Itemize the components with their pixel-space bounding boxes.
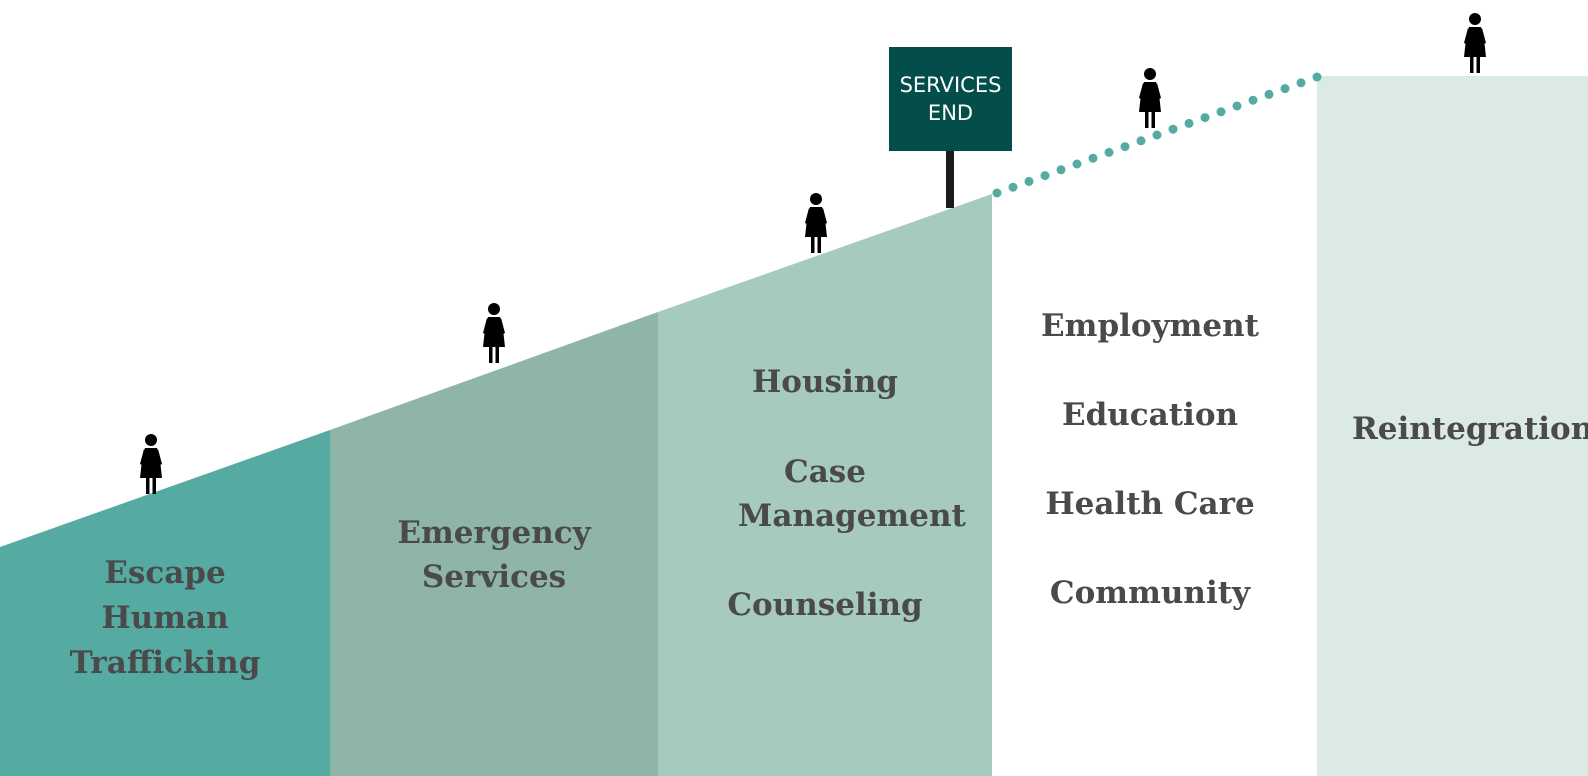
support-counseling-label: Counseling xyxy=(727,587,923,623)
path-dot xyxy=(1216,107,1226,117)
path-dot xyxy=(1312,72,1322,82)
path-dot xyxy=(1184,118,1194,128)
path-dot xyxy=(1024,176,1034,186)
gap-health-care-label: Health Care xyxy=(1045,486,1255,522)
woman-figure-icon xyxy=(1139,68,1161,128)
path-dot xyxy=(1248,95,1258,105)
gap-community-label: Community xyxy=(1049,575,1251,611)
stage-escape-line-2: Human xyxy=(101,600,229,636)
woman-figure-icon xyxy=(140,434,162,494)
path-dot xyxy=(1008,182,1018,192)
sign-line-2: END xyxy=(927,101,974,125)
stage-escape-block xyxy=(0,430,330,776)
path-dot xyxy=(1280,84,1290,94)
path-dot xyxy=(1120,142,1130,152)
woman-figure-icon xyxy=(805,193,827,253)
path-dot xyxy=(1168,124,1178,134)
path-dot xyxy=(1104,147,1114,157)
path-dot xyxy=(1232,101,1242,111)
woman-figure-icon xyxy=(1464,13,1486,73)
path-dot xyxy=(1040,171,1050,181)
sign-post xyxy=(946,150,954,208)
stage-emergency-label: Emergency Services xyxy=(369,511,619,599)
path-dot xyxy=(1152,130,1162,140)
gap-education-label: Education xyxy=(1061,397,1239,433)
stage-reintegration-block xyxy=(1317,76,1588,776)
support-case-management-label: Case Management xyxy=(738,454,966,534)
path-dot xyxy=(1072,159,1082,169)
path-dot xyxy=(1056,165,1066,175)
path-dot xyxy=(1296,78,1306,88)
gap-employment-label: Employment xyxy=(1041,308,1259,344)
stage-reintegration-label: Reintegration xyxy=(1352,411,1588,447)
stage-emergency-block xyxy=(330,312,658,776)
services-end-sign: SERVICES END xyxy=(889,47,1012,151)
stage-emergency-line-1: Emergency xyxy=(397,515,591,551)
dotted-gap-path xyxy=(992,72,1322,198)
support-housing-label: Housing xyxy=(752,364,898,400)
stage-escape-label: Escape Human Trafficking xyxy=(40,551,290,686)
woman-figure-icon xyxy=(483,303,505,363)
figures-group xyxy=(140,13,1486,494)
stage-escape-line-3: Trafficking xyxy=(69,645,261,681)
path-dot xyxy=(992,188,1002,198)
path-dot xyxy=(1088,153,1098,163)
stage-emergency-line-2: Services xyxy=(421,559,567,595)
path-dot xyxy=(1200,113,1210,123)
path-dot xyxy=(1264,89,1274,99)
path-dot xyxy=(1136,136,1146,146)
stage-support-block xyxy=(658,194,992,776)
stage-escape-line-1: Escape xyxy=(104,555,226,591)
sign-line-1: SERVICES xyxy=(899,73,1002,97)
